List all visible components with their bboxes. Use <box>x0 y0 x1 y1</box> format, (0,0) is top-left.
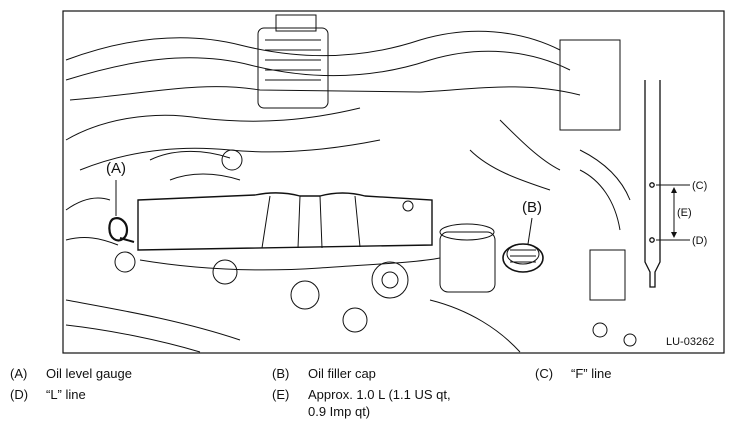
legend-key-a: (A) <box>10 366 28 381</box>
legend-text-a: Oil level gauge <box>46 366 132 381</box>
legend-key-b: (B) <box>272 366 290 381</box>
gauge-label-e: (E) <box>677 207 692 219</box>
l-line-mark <box>649 237 655 243</box>
legend-text-d: “L” line <box>46 387 86 402</box>
legend-key-d: (D) <box>10 387 29 402</box>
legend-text-e: Approx. 1.0 L (1.1 US qt, <box>308 387 451 402</box>
f-line-mark <box>649 182 655 188</box>
legend-text-c: “F” line <box>571 366 612 381</box>
legend-text-b: Oil filler cap <box>308 366 376 381</box>
legend-key-e: (E) <box>272 387 290 402</box>
gauge-label-c: (C) <box>692 180 707 192</box>
callout-a: (A) <box>106 160 126 177</box>
legend-key-c: (C) <box>535 366 554 381</box>
engine-bay-illustration <box>65 14 637 353</box>
figure-frame <box>62 10 725 354</box>
callout-b: (B) <box>522 199 542 216</box>
legend-text-e-line2: 0.9 Imp qt) <box>308 404 371 419</box>
gauge-label-d: (D) <box>692 235 707 247</box>
dipstick-inset <box>644 80 690 288</box>
dipstick-shape <box>644 80 661 288</box>
figure-code: LU-03262 <box>666 336 714 348</box>
